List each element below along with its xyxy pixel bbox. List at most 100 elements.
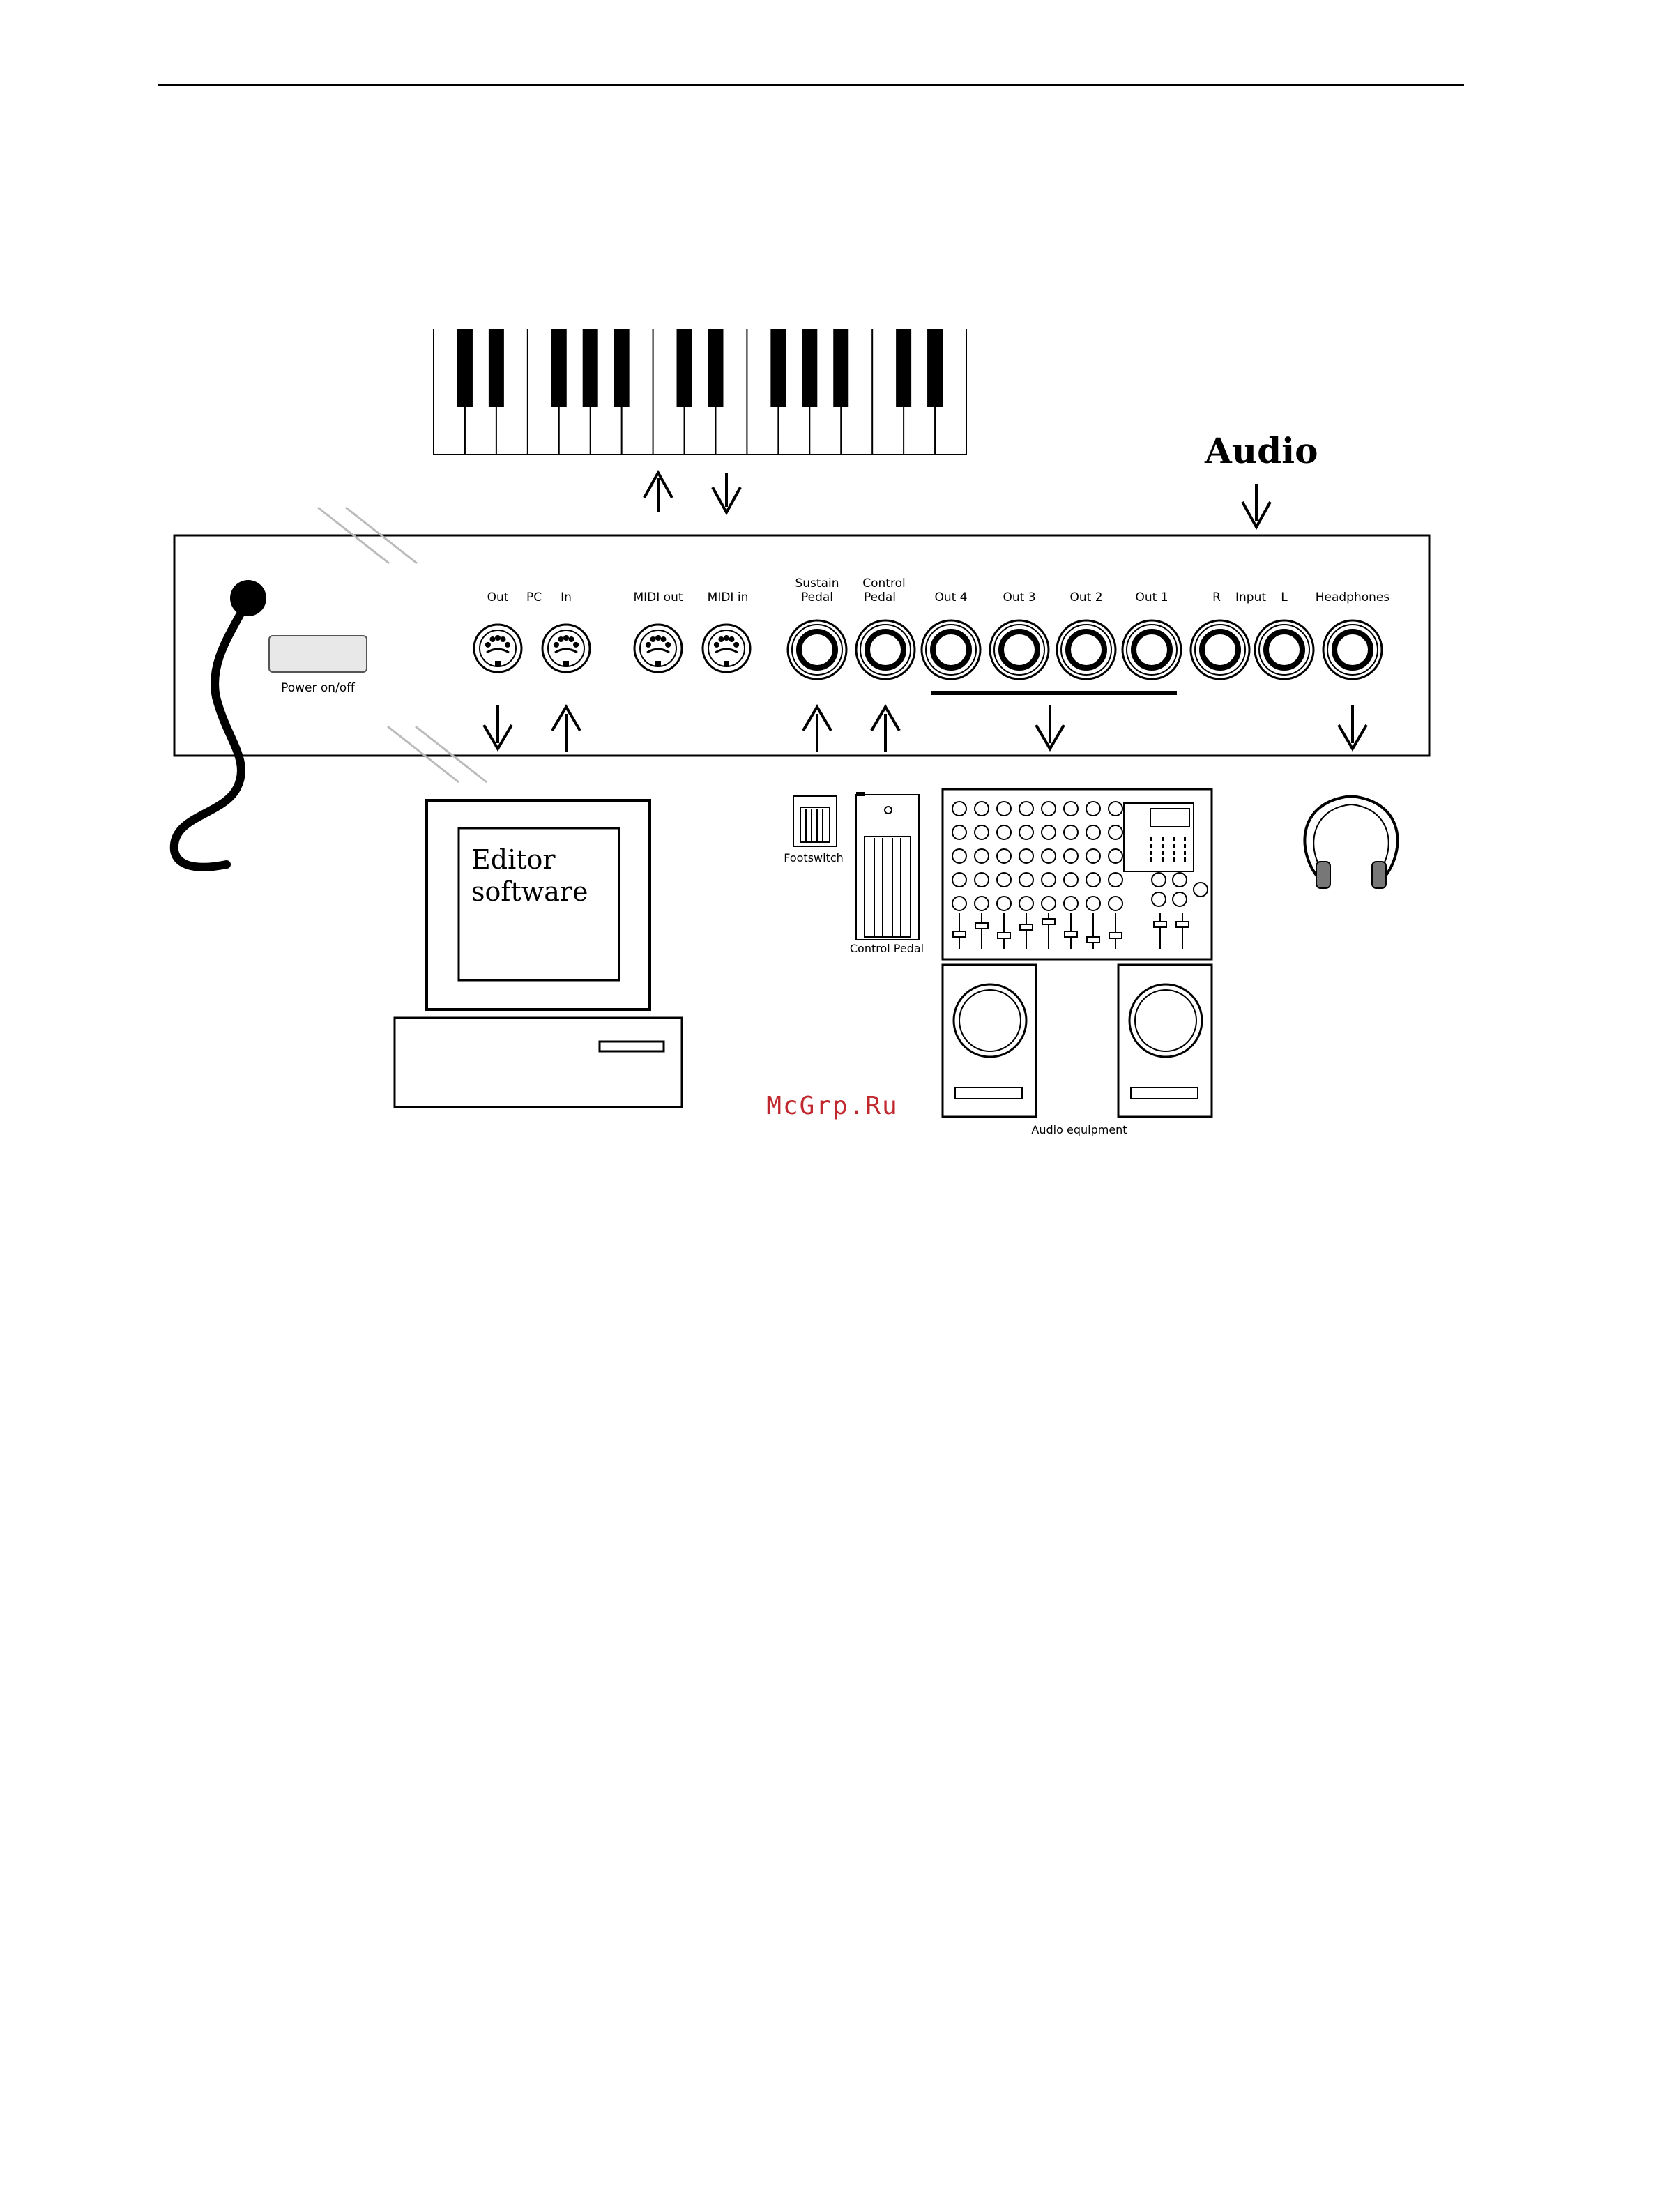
black-key	[457, 329, 473, 407]
mixer-knob	[997, 873, 1011, 887]
mixer-knob	[1194, 883, 1208, 897]
mixer-knob	[1042, 802, 1056, 816]
mixer-knob	[975, 897, 989, 910]
out2-label: Out 2	[1069, 590, 1102, 604]
mixer-knob	[1019, 802, 1033, 816]
power-label: Power on/off	[281, 681, 356, 695]
mixer-knob	[1109, 897, 1122, 910]
mixer-knob	[1086, 802, 1100, 816]
out1-label: Out 1	[1135, 590, 1168, 604]
mixer-knob	[1086, 849, 1100, 863]
mixer-knob	[1064, 825, 1078, 839]
mixer-knob	[1086, 897, 1100, 910]
mixer-knob	[1152, 873, 1166, 887]
out3-label: Out 3	[1003, 590, 1035, 604]
mixer-knob	[975, 873, 989, 887]
black-key	[583, 329, 598, 407]
mixer-knob	[952, 825, 966, 839]
mixer-knob	[1064, 849, 1078, 863]
mixer-knob	[952, 873, 966, 887]
mixer-knob	[975, 802, 989, 816]
mixer-knob	[952, 897, 966, 910]
mixer-knob	[952, 849, 966, 863]
mixer-knob	[1042, 849, 1056, 863]
black-key	[770, 329, 786, 407]
mixer-knob	[952, 802, 966, 816]
watermark: McGrp.Ru	[766, 1092, 898, 1120]
mixer-knob	[1019, 897, 1033, 910]
mixer-knob	[1152, 892, 1166, 906]
jack-socket[interactable]	[990, 620, 1049, 679]
mixer-knob	[975, 849, 989, 863]
midi-arrows-keyboard	[644, 473, 740, 512]
keyboard-icon	[434, 329, 966, 455]
control-pedal-label-1: Control	[862, 577, 905, 590]
editor-software-line2: software	[471, 876, 588, 907]
audio-title: Audio	[1204, 430, 1318, 471]
sustain-pedal-label-2: Pedal	[801, 590, 833, 604]
jack-socket[interactable]	[1191, 620, 1249, 679]
black-key	[708, 329, 723, 407]
black-key	[614, 329, 630, 407]
mixer-knob	[1173, 892, 1187, 906]
mixer-knob	[1019, 825, 1033, 839]
jack-socket[interactable]	[856, 620, 915, 679]
speaker-left-icon	[943, 965, 1036, 1117]
mixer-knob	[1109, 802, 1122, 816]
mixer-knob	[997, 802, 1011, 816]
black-key	[833, 329, 848, 407]
mixer-knob	[1019, 849, 1033, 863]
mixer-knob	[1109, 873, 1122, 887]
jack-socket[interactable]	[788, 620, 846, 679]
mixer-knob	[1064, 897, 1078, 910]
pc-out-label: Out	[487, 590, 509, 604]
mixer-knob	[1109, 849, 1122, 863]
jack-socket[interactable]	[1057, 620, 1115, 679]
footswitch-icon	[793, 796, 837, 846]
mixer-knob	[1173, 873, 1187, 887]
din-socket[interactable]	[703, 625, 750, 672]
pc-in-label: In	[561, 590, 572, 604]
mixer-knob	[975, 825, 989, 839]
pc-label: PC	[526, 590, 542, 604]
mixer-knob	[1042, 897, 1056, 910]
mixer-knob	[1042, 825, 1056, 839]
mixer-knob	[1019, 873, 1033, 887]
out4-label: Out 4	[934, 590, 967, 604]
audio-input-arrow	[1242, 484, 1270, 527]
din-socket[interactable]	[542, 625, 590, 672]
black-key	[489, 329, 504, 407]
midi-out-label: MIDI out	[633, 590, 683, 604]
black-key	[802, 329, 817, 407]
midi-in-label: MIDI in	[708, 590, 749, 604]
mixer-knob	[1109, 825, 1122, 839]
black-key	[927, 329, 943, 407]
jack-socket[interactable]	[1323, 620, 1382, 679]
mixer-knob	[1064, 873, 1078, 887]
headphones-label: Headphones	[1316, 590, 1390, 604]
editor-software-line1: Editor	[471, 844, 556, 875]
power-button[interactable]	[269, 636, 367, 672]
input-r-label: R	[1212, 590, 1221, 604]
control-pedal-device-label: Control Pedal	[850, 942, 924, 955]
jack-socket[interactable]	[1255, 620, 1313, 679]
mixer-knob	[997, 897, 1011, 910]
mixer-knob	[1042, 873, 1056, 887]
footswitch-label: Footswitch	[784, 851, 844, 864]
headphones-icon	[1304, 796, 1397, 888]
input-label: Input	[1235, 590, 1266, 604]
audio-equipment-label: Audio equipment	[1031, 1123, 1127, 1136]
mixer-knob	[997, 825, 1011, 839]
mixer-knob	[1064, 802, 1078, 816]
din-socket[interactable]	[634, 625, 682, 672]
jack-socket[interactable]	[922, 620, 980, 679]
control-pedal-label-2: Pedal	[864, 590, 896, 604]
control-pedal-icon	[856, 792, 919, 940]
din-socket[interactable]	[474, 625, 521, 672]
jack-socket[interactable]	[1122, 620, 1181, 679]
mixer-knob	[1086, 873, 1100, 887]
speaker-right-icon	[1118, 965, 1212, 1117]
mixer-knob	[1086, 825, 1100, 839]
black-key	[677, 329, 692, 407]
